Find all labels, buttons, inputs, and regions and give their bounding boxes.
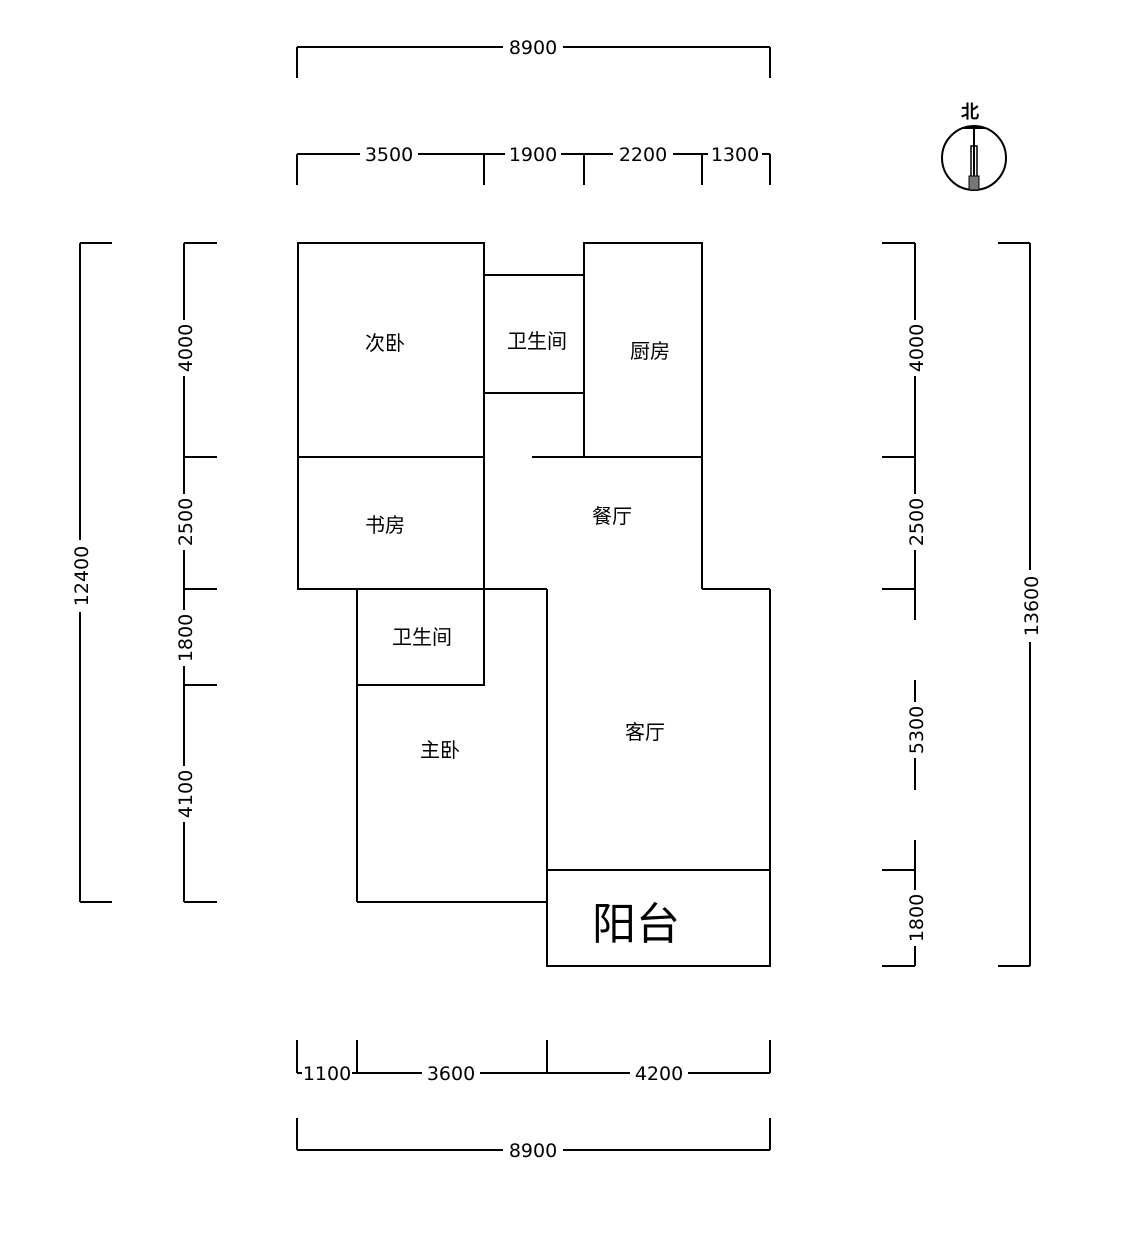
svg-text:1800: 1800	[175, 614, 197, 662]
svg-text:8900: 8900	[509, 1140, 557, 1162]
svg-text:2200: 2200	[619, 144, 667, 166]
room-bathroom-master: 卫生间	[392, 625, 452, 649]
room-balcony: 阳台	[592, 899, 680, 950]
north-compass-icon: 北	[941, 102, 1007, 191]
balcony-outline	[546, 869, 771, 967]
bottom-dimension-segments: 1100 3600 4200	[296, 1040, 771, 1085]
top-dimension-total: 8900	[296, 36, 771, 78]
svg-text:13600: 13600	[1021, 576, 1043, 636]
svg-text:3500: 3500	[365, 144, 413, 166]
bathroom-master-outline	[356, 588, 485, 686]
bottom-dimension-total: 8900	[296, 1118, 771, 1162]
svg-text:3600: 3600	[427, 1063, 475, 1085]
svg-text:4000: 4000	[906, 324, 928, 372]
svg-text:1100: 1100	[303, 1063, 351, 1085]
right-dimension-segments: 4000 2500 5300 1800	[882, 242, 928, 967]
svg-text:2500: 2500	[175, 498, 197, 546]
room-bathroom-top: 卫生间	[507, 329, 567, 353]
left-dimension-segments: 4000 2500 1800 4100	[174, 242, 217, 903]
svg-text:1900: 1900	[509, 144, 557, 166]
walls	[297, 242, 771, 967]
left-dimension-total: 12400	[70, 242, 112, 903]
svg-text:8900: 8900	[509, 37, 557, 59]
svg-text:5300: 5300	[906, 706, 928, 754]
svg-text:2500: 2500	[906, 498, 928, 546]
compass-label: 北	[961, 102, 979, 123]
svg-text:4000: 4000	[175, 324, 197, 372]
room-study: 书房	[365, 513, 405, 537]
top-dimension-segments: 3500 1900 2200 1300	[296, 144, 771, 185]
svg-text:1300: 1300	[711, 144, 759, 166]
right-dimension-total: 13600	[998, 242, 1043, 967]
room-kitchen: 厨房	[630, 339, 670, 363]
room-dining: 餐厅	[592, 504, 632, 528]
svg-text:4100: 4100	[175, 770, 197, 818]
room-living: 客厅	[625, 720, 665, 744]
room-second-bedroom: 次卧	[365, 331, 405, 355]
room-master-bedroom: 主卧	[420, 738, 460, 762]
svg-text:1800: 1800	[906, 894, 928, 942]
kitchen-outline	[583, 242, 703, 458]
svg-text:4200: 4200	[635, 1063, 683, 1085]
svg-text:12400: 12400	[71, 546, 93, 606]
